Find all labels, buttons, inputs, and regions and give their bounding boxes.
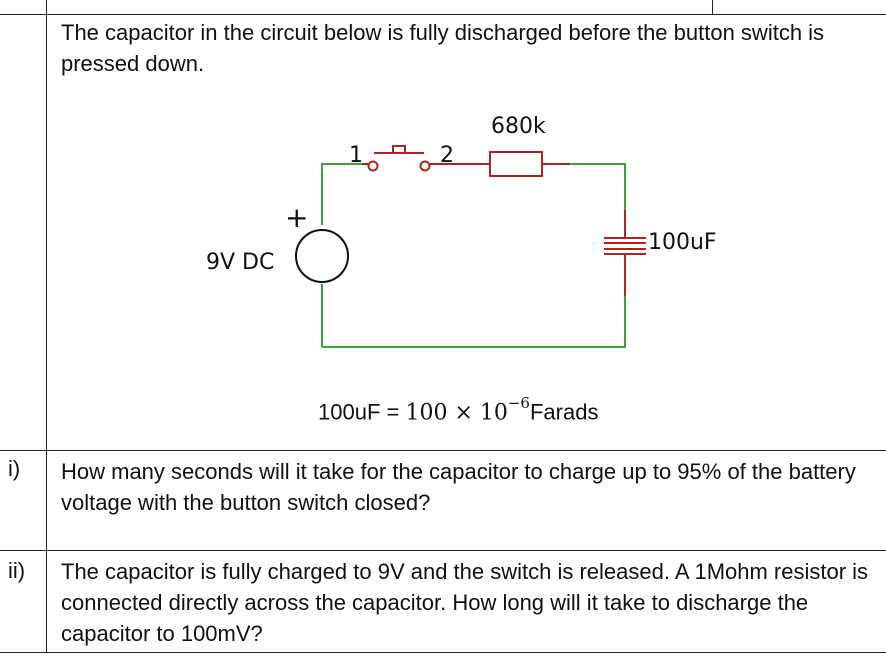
capacitor-label: 100uF: [648, 230, 717, 255]
capacitance-formula: 100uF = 100 × 10−6Farads: [318, 391, 598, 428]
wire-bottom: [322, 296, 626, 348]
switch-pin2-label: 2: [440, 143, 454, 168]
question-text: How many seconds will it take for the ca…: [61, 459, 856, 515]
resistor-label: 680k: [491, 114, 546, 139]
switch-contact-2: [419, 160, 431, 172]
battery-circle: [295, 229, 349, 283]
question-text: The capacitor is fully charged to 9V and…: [61, 559, 869, 646]
switch-button: [392, 145, 406, 154]
row-divider-i: [0, 450, 886, 451]
wire-top-left: [321, 163, 365, 225]
table-top-right-divider: [712, 0, 713, 15]
question-number: i): [8, 456, 21, 481]
capacitor: [604, 210, 646, 296]
switch-pin1-label: 1: [349, 143, 363, 168]
formula-left: 100uF =: [318, 399, 406, 425]
formula-unit: Farads: [529, 399, 599, 425]
table-bottom-border: [0, 652, 886, 653]
battery-label: 9V DC: [206, 250, 274, 275]
push-button-switch: [362, 145, 490, 172]
battery-source: [295, 229, 349, 283]
question-number: ii): [8, 558, 26, 583]
resistor: [478, 151, 570, 177]
table-left-column-divider: [46, 0, 47, 653]
formula-coefficient: 100 × 10: [405, 400, 508, 426]
wire-top-right: [568, 163, 626, 210]
row-divider-ii: [0, 550, 886, 551]
formula-exponent: −6: [507, 394, 530, 412]
intro-text: The capacitor in the circuit below is fu…: [61, 20, 825, 76]
circuit-wires: [321, 163, 626, 348]
table-top-border: [0, 14, 886, 15]
resistor-body: [489, 151, 543, 177]
switch-contact-1: [367, 160, 379, 172]
battery-plus-label: +: [285, 201, 308, 234]
